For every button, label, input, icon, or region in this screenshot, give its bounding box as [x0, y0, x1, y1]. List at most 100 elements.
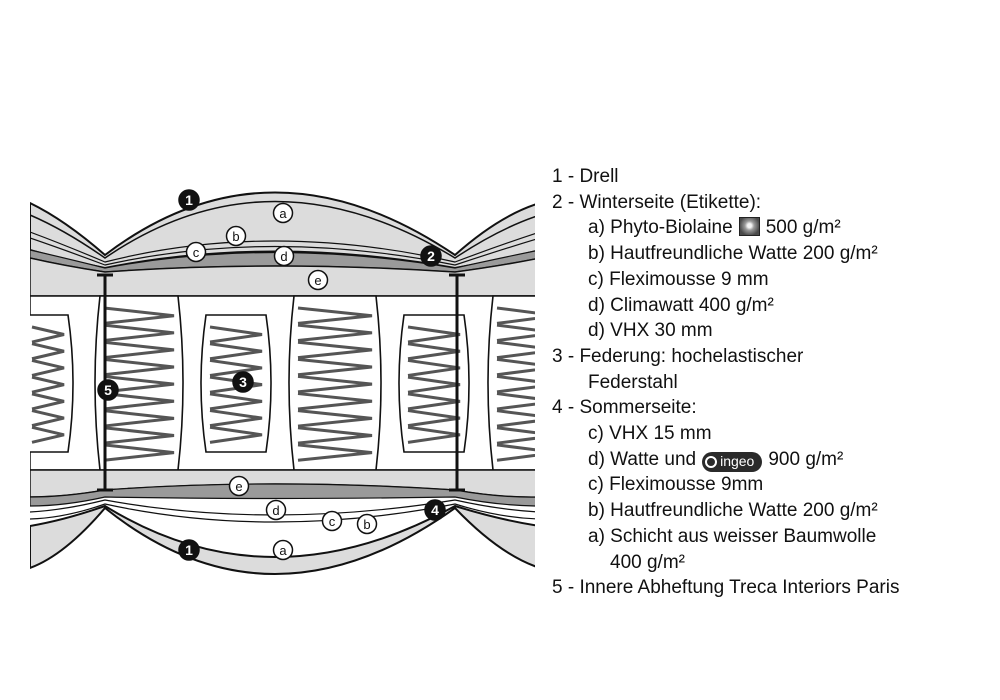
legend-item-4d-weight: 900 g/m²	[768, 448, 844, 470]
callout-2: 2	[420, 245, 442, 267]
callout-3: 3	[232, 371, 254, 393]
legend-item-4c-vhx: c) VHX 15 mm	[588, 423, 712, 445]
spring-coil	[209, 375, 263, 394]
spring-coil	[209, 342, 263, 361]
spring-coil	[209, 325, 263, 344]
svg-text:b: b	[232, 229, 239, 244]
callout-a-bottom: a	[272, 539, 294, 561]
spring-coil	[297, 357, 373, 377]
spring-coil	[297, 306, 373, 325]
callout-e-top: e	[307, 269, 329, 291]
spring-coil	[31, 325, 65, 344]
spring-coil	[407, 392, 461, 411]
spring-coil	[103, 306, 175, 325]
legend-item-2d-vhx: d) VHX 30 mm	[588, 320, 713, 342]
spring-coil	[103, 392, 175, 411]
spring-coil	[209, 392, 263, 411]
spring-coil	[496, 357, 535, 377]
svg-text:b: b	[363, 517, 370, 532]
spring-coil	[209, 358, 263, 377]
spring-coil	[31, 392, 65, 411]
legend-item-4: 4 - Sommerseite:	[552, 397, 697, 419]
callout-d-bottom: d	[265, 499, 287, 521]
spring-coil	[297, 340, 373, 360]
legend-item-4a-cont: 400 g/m²	[610, 551, 685, 573]
svg-text:a: a	[279, 206, 287, 221]
legend-item-2c: c) Fleximousse 9 mm	[588, 268, 769, 290]
svg-text:4: 4	[431, 502, 439, 518]
legend-item-5: 5 - Innere Abheftung Treca Interiors Par…	[552, 577, 900, 599]
spring-coil	[496, 443, 535, 462]
spring-coil	[297, 409, 373, 428]
spring-coil	[407, 342, 461, 361]
svg-text:c: c	[193, 245, 200, 260]
svg-text:d: d	[272, 503, 279, 518]
legend-item-2a-text: a) Phyto-Biolaine	[588, 217, 733, 239]
legend-item-4b: b) Hautfreundliche Watte 200 g/m²	[588, 500, 878, 522]
spring-coil	[297, 374, 373, 394]
pocket-spring	[94, 295, 184, 471]
spring-coil	[297, 392, 373, 411]
legend-item-2a: a) Phyto-Biolaine 500 g/m²	[552, 215, 992, 241]
svg-text:2: 2	[427, 248, 435, 264]
callout-1-top: 1	[178, 189, 200, 211]
callout-c-top: c	[185, 241, 207, 263]
spring-coil	[103, 323, 175, 343]
callout-b-top: b	[225, 225, 247, 247]
spring-coil	[103, 443, 175, 462]
spring-coil	[103, 357, 175, 377]
spring-coil	[31, 342, 65, 361]
legend-item-4d-text: d) Watte und	[588, 448, 697, 470]
spring-coil	[496, 374, 535, 394]
pocket-spring	[398, 314, 470, 453]
spring-coil	[31, 409, 65, 428]
svg-text:d: d	[280, 249, 287, 264]
spring-coil	[407, 425, 461, 444]
legend-item-3-cont: Federstahl	[588, 371, 678, 393]
callout-e-bottom: e	[228, 475, 250, 497]
callout-a-top: a	[272, 202, 294, 224]
svg-text:1: 1	[185, 192, 193, 208]
spring-coil	[103, 340, 175, 360]
spring-coil	[103, 426, 175, 445]
legend-item-2d-climawatt: d) Climawatt 400 g/m²	[588, 294, 774, 316]
legend-item-4c-fleximousse: c) Fleximousse 9mm	[588, 474, 764, 496]
top-layers	[30, 191, 535, 297]
spring-coil	[31, 425, 65, 444]
spring-coil	[407, 375, 461, 394]
legend-item-1: 1 - Drell	[552, 166, 619, 187]
spring-coil	[496, 340, 535, 360]
spring-coil	[407, 358, 461, 377]
svg-text:1: 1	[185, 542, 193, 558]
spring-coil	[407, 325, 461, 344]
pocket-spring	[30, 314, 74, 453]
legend-item-4a: a) Schicht aus weisser Baumwolle	[588, 525, 877, 547]
spring-coil	[297, 426, 373, 445]
spring-coil	[103, 374, 175, 394]
ingeo-logo-icon: ingeo	[702, 451, 763, 472]
spring-coil	[209, 409, 263, 428]
spring-coil	[496, 323, 535, 342]
spring-coil	[103, 409, 175, 428]
legend-item-2a-weight: 500 g/m²	[765, 217, 841, 239]
spring-coil	[297, 323, 373, 343]
svg-text:e: e	[235, 479, 242, 494]
pocket-spring	[487, 295, 535, 471]
callout-b-bottom: b	[356, 513, 378, 535]
svg-text:5: 5	[104, 382, 112, 398]
callout-d-top: d	[273, 245, 295, 267]
spring-coil	[209, 425, 263, 444]
phyto-biolaine-logo-icon	[738, 217, 760, 237]
callout-1-bottom: 1	[178, 539, 200, 561]
legend-item-2b: b) Hautfreundliche Watte 200 g/m²	[588, 243, 878, 265]
svg-text:a: a	[279, 543, 287, 558]
spring-coil	[496, 392, 535, 411]
callout-5: 5	[97, 379, 119, 401]
spring-coil	[31, 358, 65, 377]
spring-coil	[496, 306, 535, 325]
bottom-layers	[30, 469, 535, 575]
spring-coil	[407, 409, 461, 428]
